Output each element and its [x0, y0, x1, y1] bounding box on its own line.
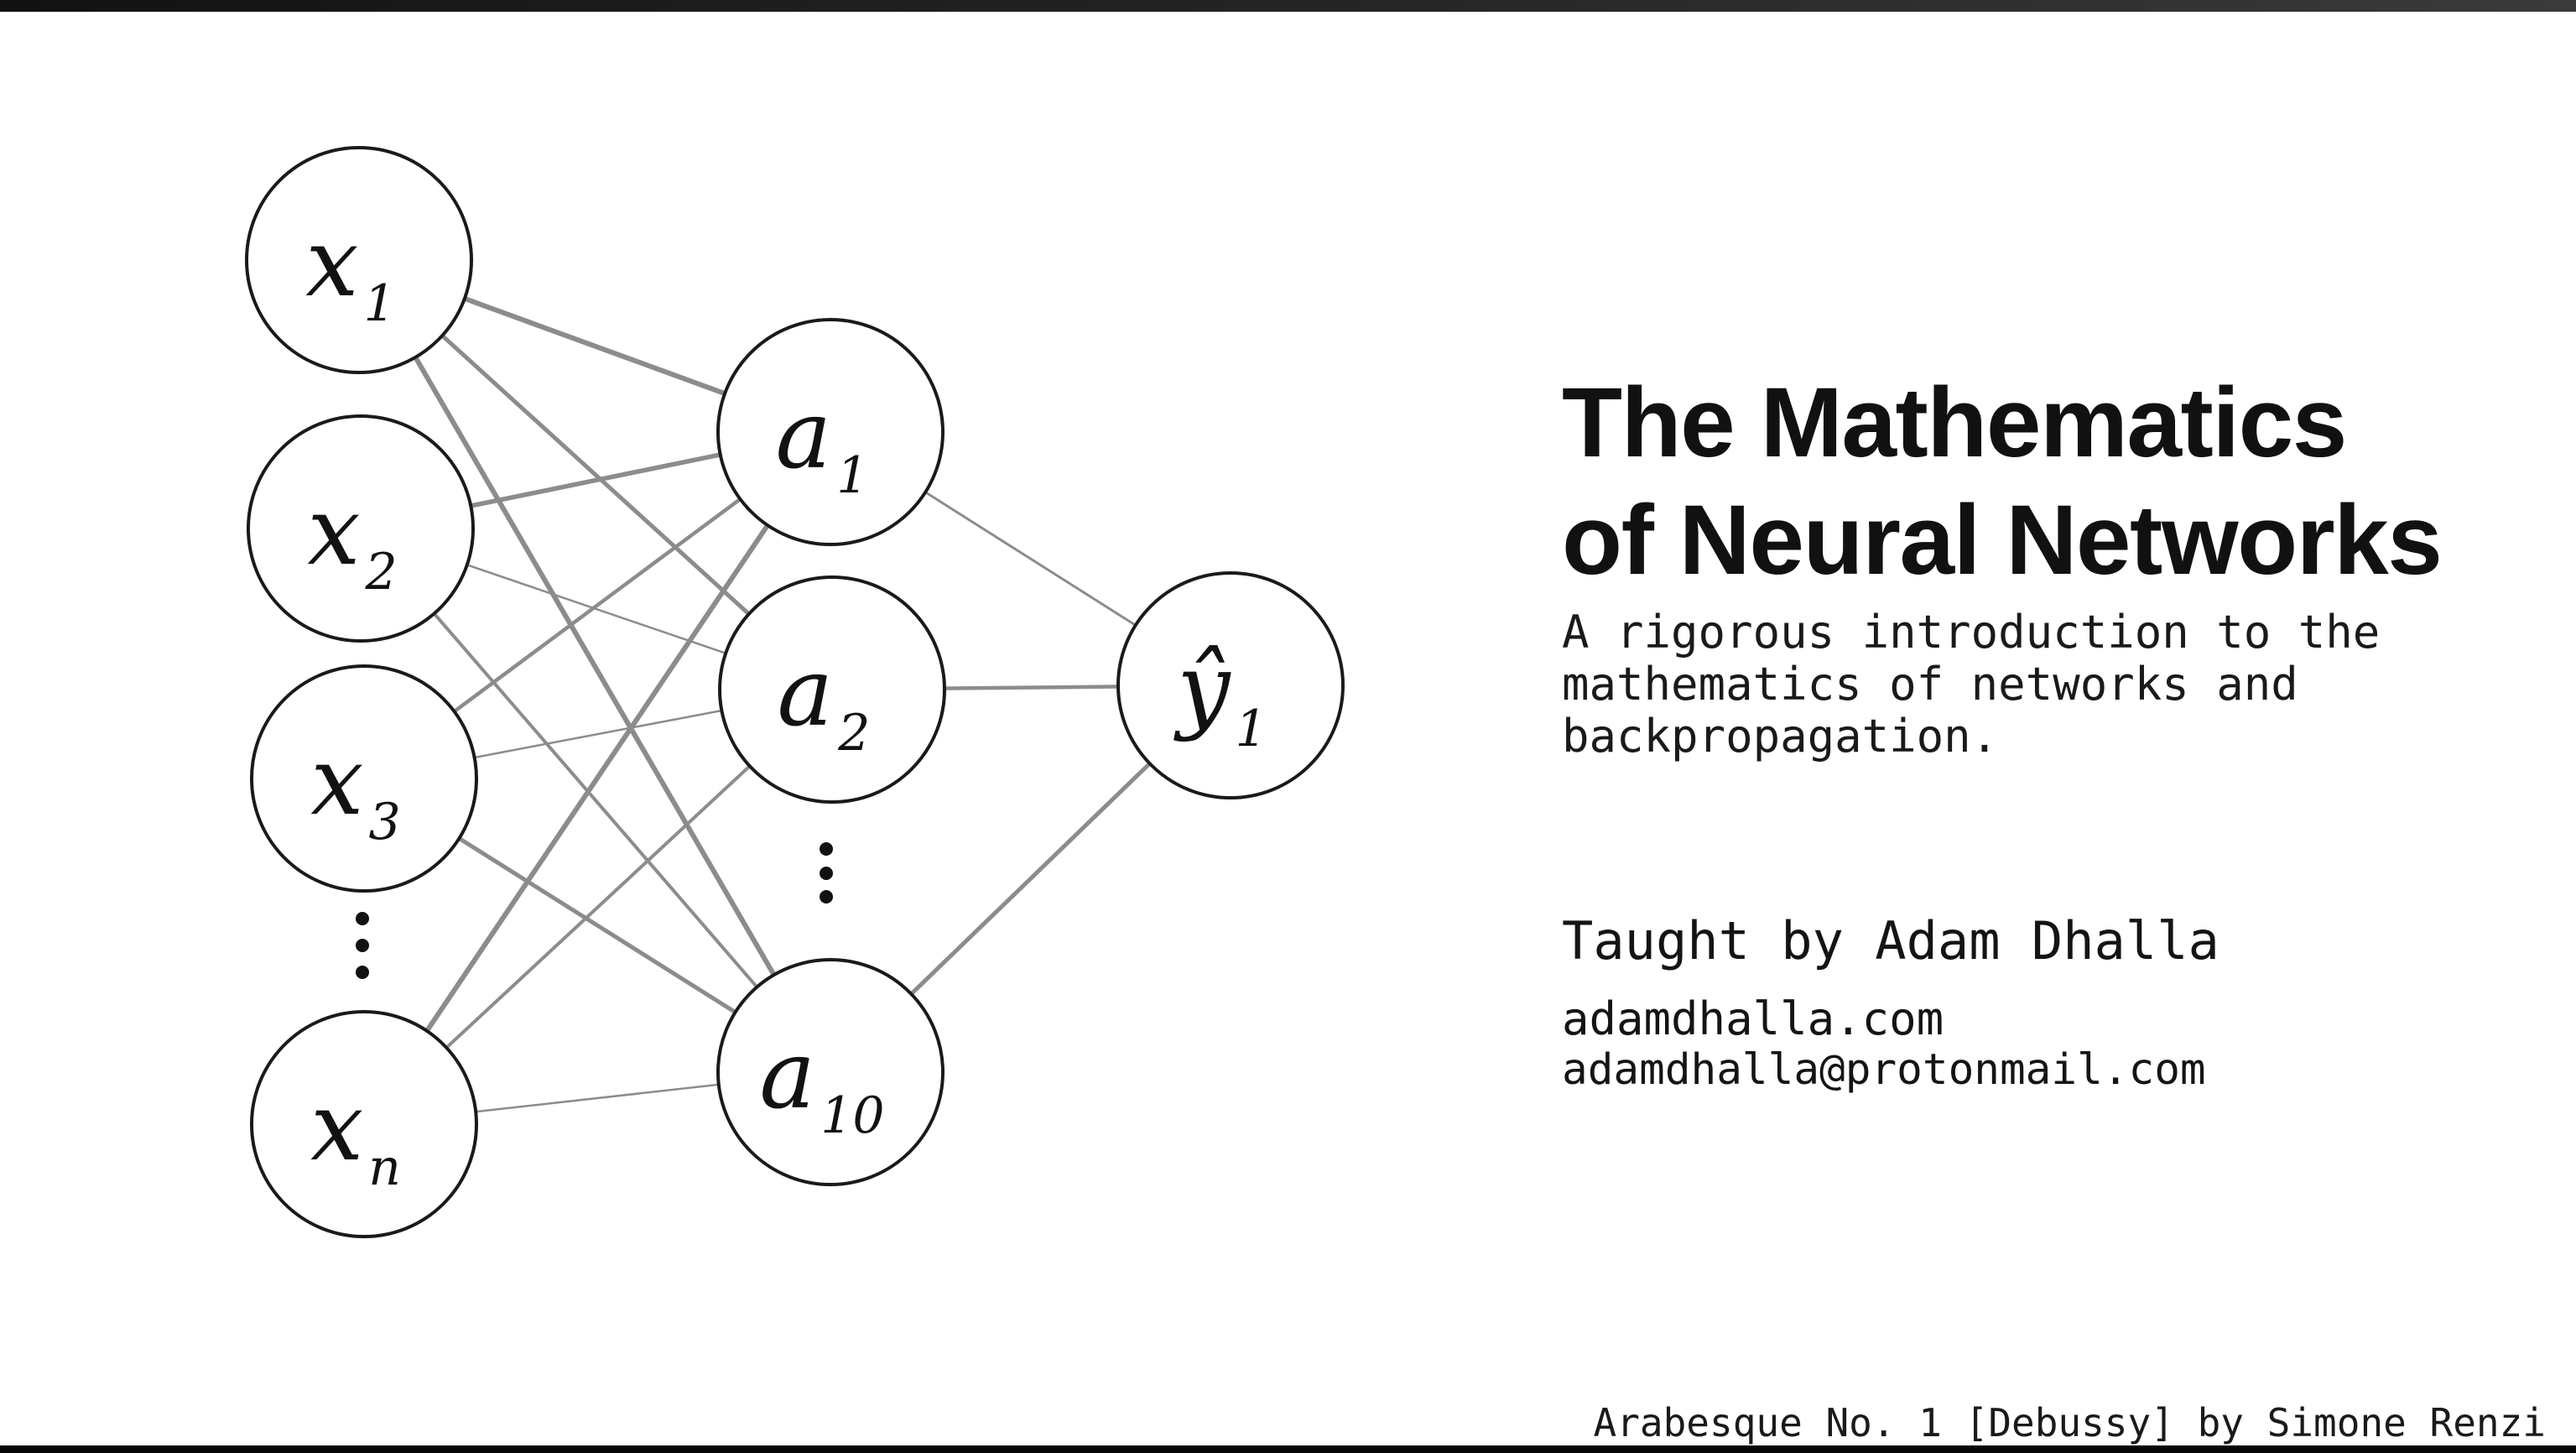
instructor-line: Taught by Adam Dhalla — [1562, 910, 2220, 971]
letterbox-bottom-bar — [0, 1445, 2576, 1453]
title-line-1: The Mathematics — [1562, 367, 2347, 478]
title-line-2: of Neural Networks — [1562, 485, 2443, 596]
edge-xn-a1 — [362, 430, 833, 1126]
ellipsis-dot-0 — [356, 912, 369, 925]
node-circle-a1 — [716, 318, 945, 546]
subtitle-line-3: backpropagation. — [1562, 710, 1999, 763]
node-circle-xn — [250, 1010, 478, 1238]
ellipsis-dot-5 — [820, 890, 833, 904]
node-circle-x2 — [247, 414, 475, 643]
node-circle-a2 — [718, 575, 946, 804]
ellipsis-dot-1 — [356, 939, 369, 952]
ellipsis-dot-3 — [820, 842, 833, 856]
node-circle-x1 — [245, 146, 473, 374]
website-link: adamdhalla.com — [1562, 992, 1944, 1045]
ellipsis-dot-2 — [356, 966, 369, 979]
subtitle-line-1: A rigorous introduction to the — [1562, 606, 2381, 659]
node-circle-a10 — [716, 958, 945, 1186]
ellipsis-dot-4 — [820, 867, 833, 880]
node-circle-x3 — [250, 664, 478, 893]
letterbox-top-bar — [0, 0, 2576, 12]
email-address: adamdhalla@protonmail.com — [1562, 1045, 2206, 1095]
edge-x2-a10 — [359, 527, 832, 1074]
edge-x1-a10 — [356, 258, 833, 1074]
subtitle-line-2: mathematics of networks and — [1562, 658, 2298, 711]
node-circle-y1 — [1116, 571, 1345, 799]
music-credit: Arabesque No. 1 [Debussy] by Simone Renz… — [1593, 1400, 2546, 1445]
